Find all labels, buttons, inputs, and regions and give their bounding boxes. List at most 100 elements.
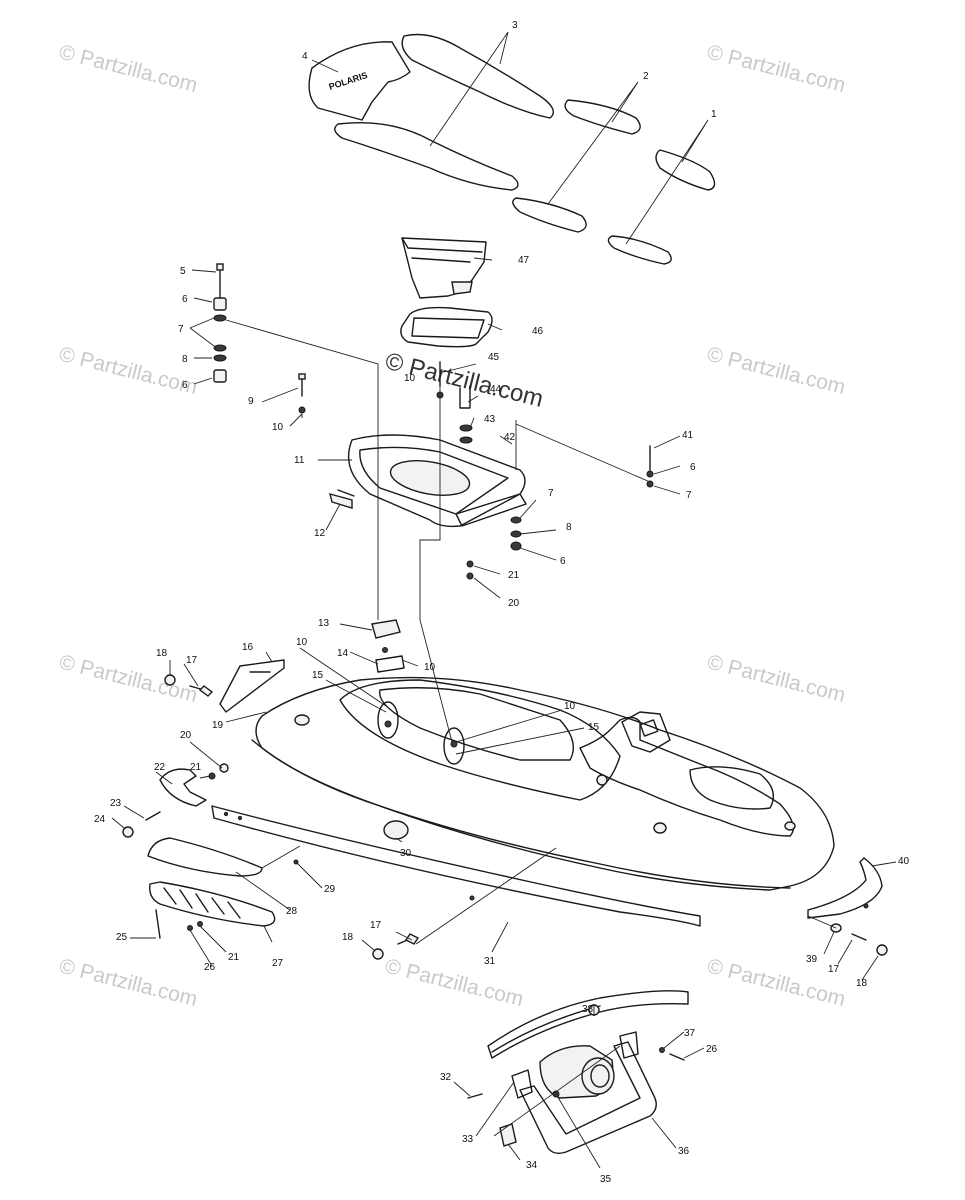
frame-opening — [389, 460, 471, 496]
part-6-nut — [213, 297, 227, 311]
callout-46: 46 — [532, 326, 544, 337]
callout-16: 16 — [242, 642, 254, 653]
part-22-clip — [159, 768, 207, 807]
part-10-washer — [298, 406, 306, 414]
callout-6: 6 — [182, 294, 188, 305]
bolt-head — [298, 373, 306, 380]
callout-10: 10 — [404, 373, 416, 384]
part-2-lower-pad — [512, 197, 587, 233]
part-33-bracket — [619, 1031, 639, 1059]
watermark: © Partzilla.com — [57, 651, 200, 708]
callout-24: 24 — [94, 814, 106, 825]
callout-8: 8 — [566, 522, 572, 533]
part-7-washer — [510, 516, 522, 524]
part-30-fitting — [383, 820, 409, 840]
part-16-bracket — [219, 659, 285, 713]
part-21-washer — [466, 560, 474, 568]
bin-rim-inner — [411, 257, 471, 263]
callout-1: 1 — [711, 109, 717, 120]
bolt-head — [216, 263, 224, 271]
part-34-sleeve — [499, 1123, 517, 1147]
part-1-upper-pad — [655, 149, 716, 191]
callout-4: 4 — [302, 51, 308, 62]
seat-pads: POLARIS — [308, 33, 716, 265]
part-3-upper-pad — [401, 33, 554, 119]
callout-21: 21 — [228, 952, 240, 963]
frame-inner — [359, 446, 509, 515]
callout-8: 8 — [182, 354, 188, 365]
callout-6: 6 — [560, 556, 566, 567]
part-1-lower-pad — [607, 235, 672, 265]
sponson — [147, 837, 276, 939]
screw-head — [404, 933, 420, 945]
gasket-inner — [411, 317, 485, 339]
callout-15: 15 — [312, 670, 324, 681]
callout-25: 25 — [116, 932, 128, 943]
hardware-9 — [298, 373, 306, 414]
callout-34: 34 — [526, 1160, 538, 1171]
part-4-badge-pad — [308, 41, 411, 121]
hardware-right — [646, 445, 654, 488]
callout-28: 28 — [286, 906, 298, 917]
hull-outline — [255, 676, 835, 891]
part-20-nut — [219, 763, 229, 773]
part-46-gasket — [400, 306, 493, 348]
part-7-washer — [213, 344, 227, 352]
part-7-washer — [213, 314, 227, 322]
hull-section-edge — [491, 1005, 601, 1053]
hull-seat-well — [379, 687, 574, 761]
part-29-rail — [211, 805, 701, 927]
badge-label: POLARIS — [328, 70, 369, 92]
rail-hole — [223, 811, 229, 817]
callout-21: 21 — [508, 570, 520, 581]
callout-10: 10 — [564, 701, 576, 712]
callout-27: 27 — [272, 958, 284, 969]
callout-42: 42 — [504, 432, 516, 443]
callout-12: 12 — [314, 528, 326, 539]
callout-13: 13 — [318, 618, 330, 629]
callout-17: 17 — [186, 655, 198, 666]
part-36-step-frame — [519, 1041, 657, 1155]
watermark: © Partzilla.com — [383, 955, 526, 1012]
screw-head — [198, 685, 214, 697]
callout-20: 20 — [180, 730, 192, 741]
callout-32: 32 — [440, 1072, 452, 1083]
part-10-washer — [382, 647, 388, 653]
callout-37: 37 — [684, 1028, 696, 1039]
callout-23: 23 — [110, 798, 122, 809]
part-10-washer — [450, 740, 458, 748]
rail-hole — [469, 895, 475, 901]
callout-5: 5 — [180, 266, 186, 277]
callout-2: 2 — [643, 71, 649, 82]
part-32-screw — [467, 1093, 483, 1099]
callout-17: 17 — [370, 920, 382, 931]
callout-9: 9 — [248, 396, 254, 407]
part-25-pin — [155, 909, 161, 939]
right-bumper — [807, 857, 888, 956]
part-8-washer — [213, 354, 227, 362]
callout-18: 18 — [342, 932, 354, 943]
part-24-cap — [122, 826, 134, 838]
callout-7: 7 — [686, 490, 692, 501]
part-13-14 — [371, 619, 405, 673]
frame-flange — [455, 493, 527, 527]
bin-rim — [401, 237, 483, 253]
callout-3: 3 — [512, 20, 518, 31]
part-6-nut — [213, 369, 227, 383]
part-43-washer — [459, 424, 473, 432]
hull-console — [579, 716, 794, 837]
part-10-washer — [384, 720, 392, 728]
leader-lines — [111, 31, 897, 1169]
callout-26: 26 — [204, 962, 216, 973]
callout-41: 41 — [682, 430, 694, 441]
callout-45: 45 — [488, 352, 500, 363]
hull-section — [487, 990, 689, 1059]
part-18-cap — [164, 674, 176, 686]
hull — [251, 676, 835, 891]
callout-10: 10 — [272, 422, 284, 433]
watermark: © Partzilla.com — [57, 343, 200, 400]
part-11-hatch-frame — [347, 434, 527, 528]
part-43-washer — [459, 436, 473, 444]
part-18-cap — [372, 948, 384, 960]
